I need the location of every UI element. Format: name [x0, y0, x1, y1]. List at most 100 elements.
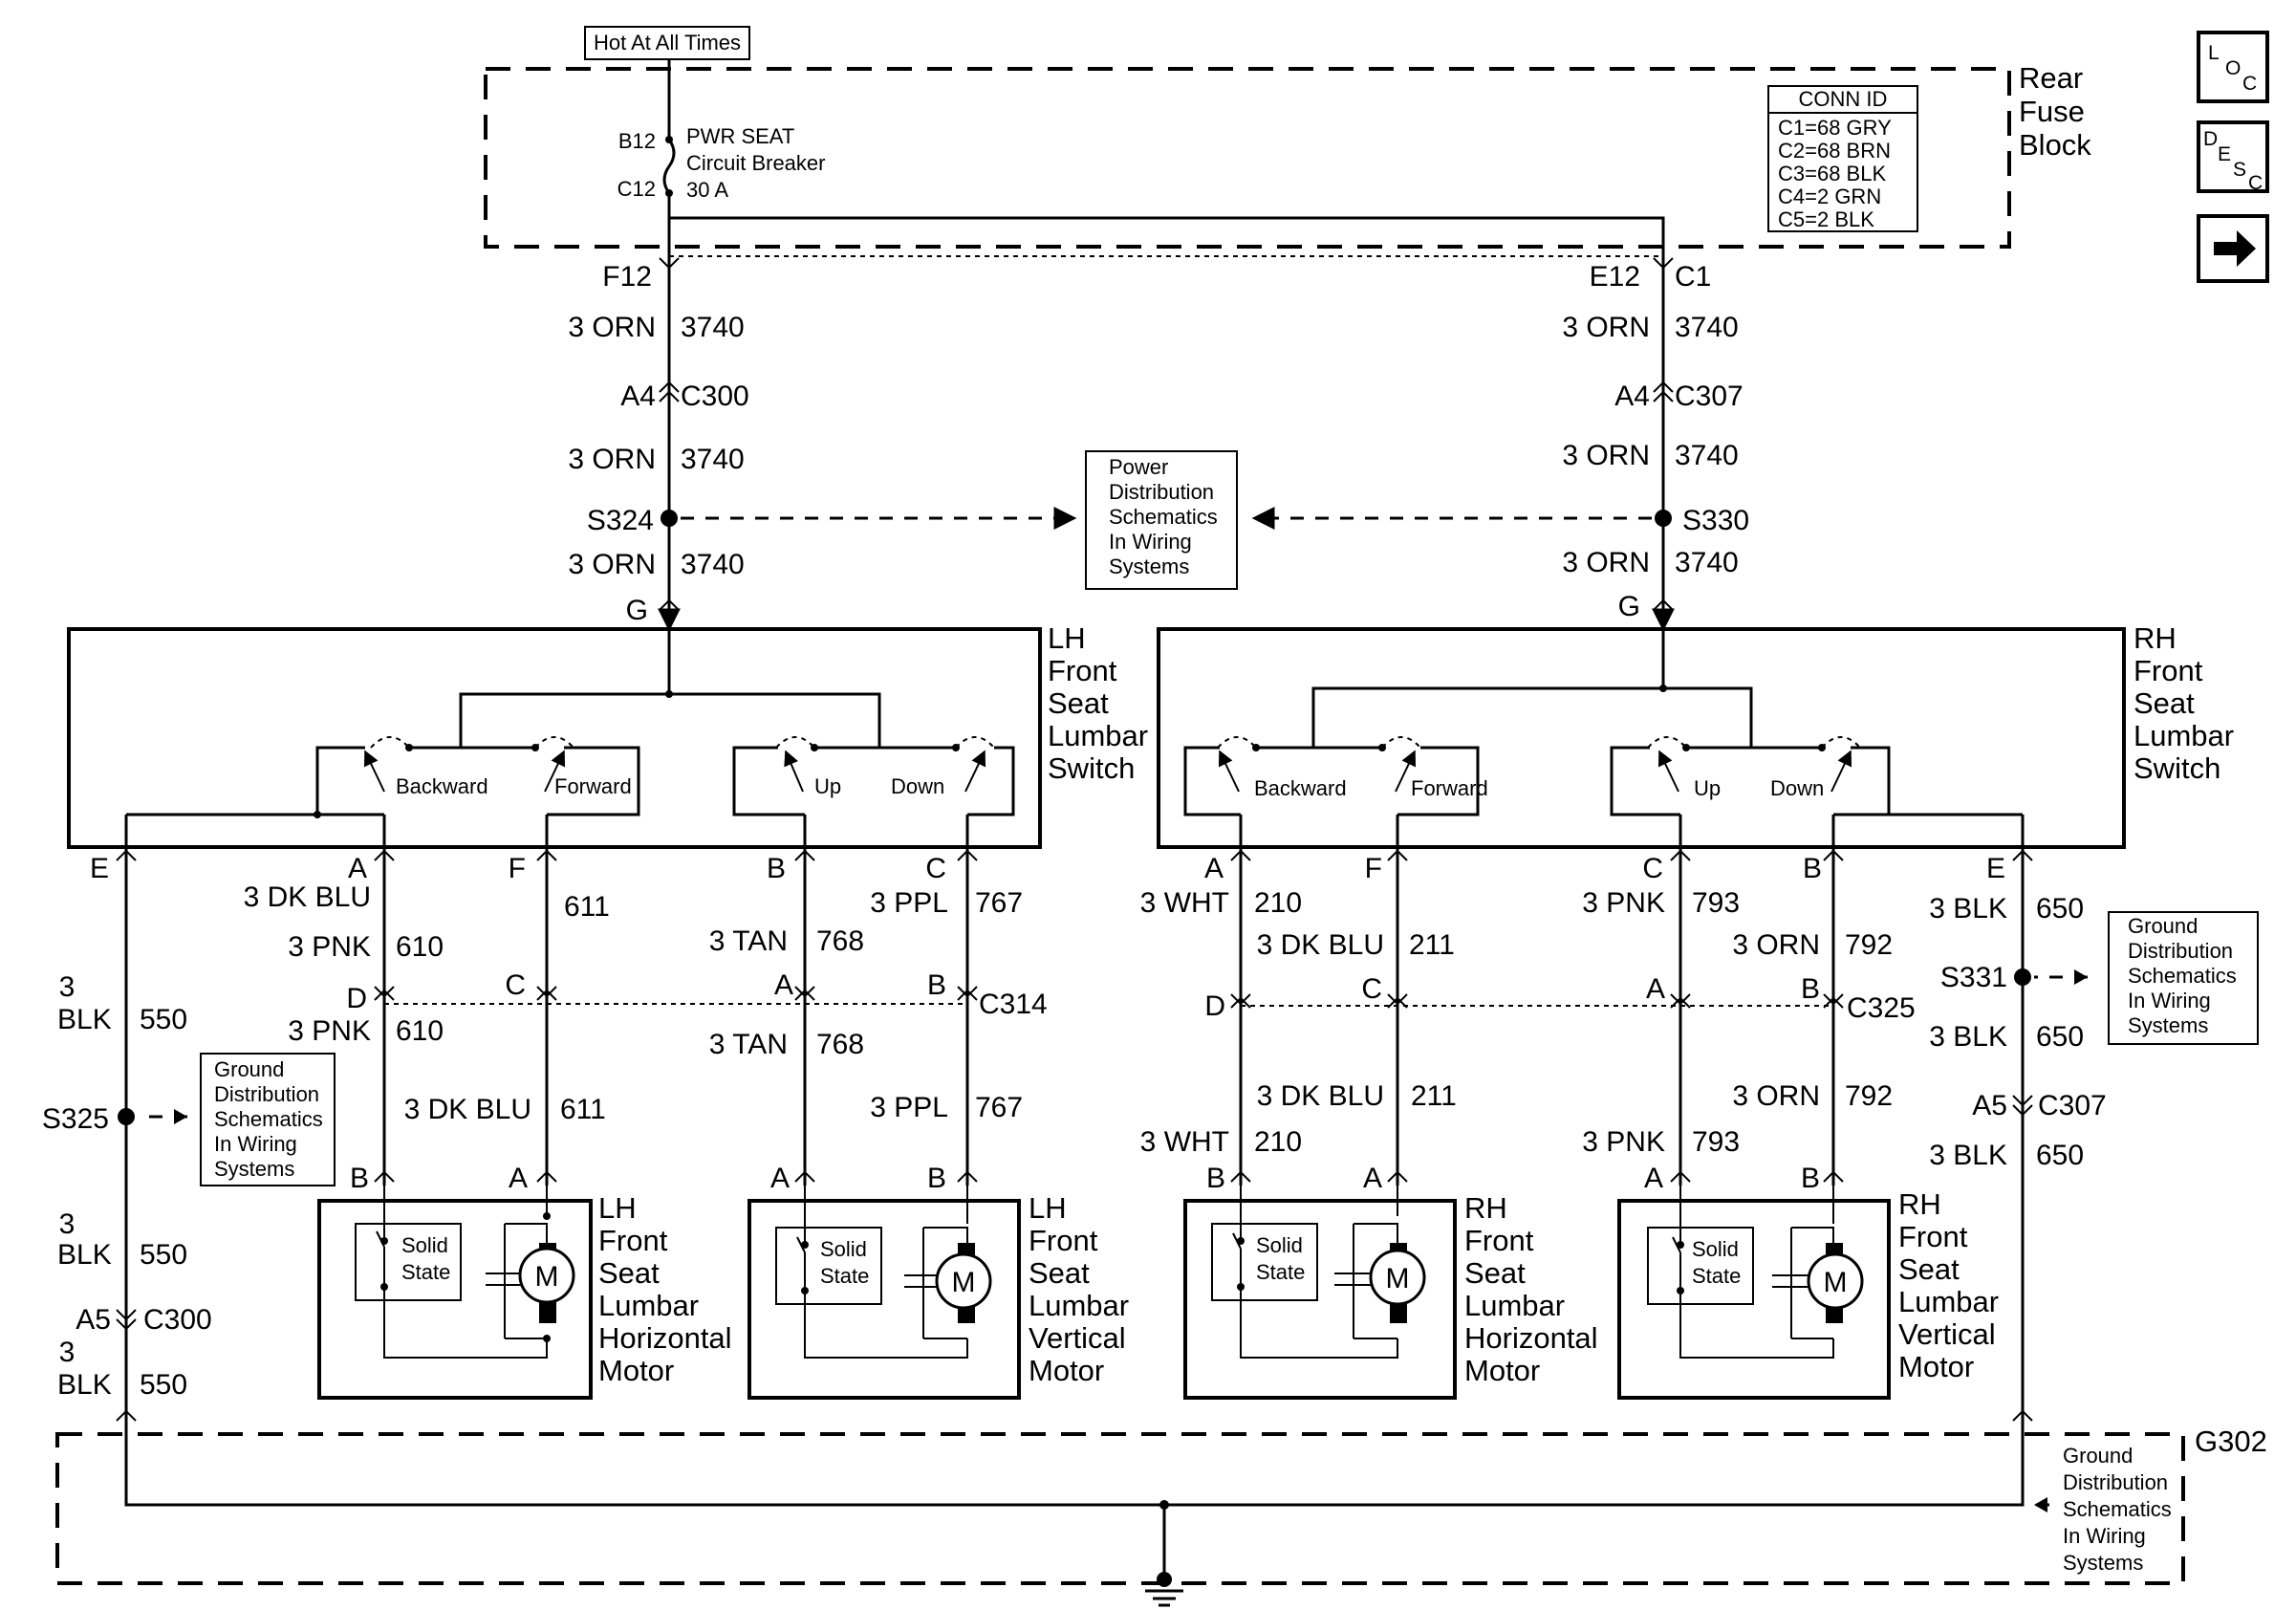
- svg-text:Seat: Seat: [598, 1256, 660, 1290]
- svg-text:3 BLK: 3 BLK: [1929, 1140, 2007, 1171]
- svg-text:C307: C307: [1675, 381, 1744, 412]
- svg-text:State: State: [1256, 1260, 1305, 1284]
- svg-text:Motor: Motor: [598, 1354, 674, 1387]
- svg-text:3 WHT: 3 WHT: [1140, 1126, 1229, 1158]
- svg-text:3: 3: [59, 1208, 76, 1240]
- svg-text:A: A: [770, 1163, 790, 1194]
- desc-button[interactable]: D E S C: [2197, 120, 2269, 194]
- svg-text:Backward: Backward: [1254, 776, 1347, 800]
- svg-text:3 DK BLU: 3 DK BLU: [244, 881, 371, 913]
- svg-text:In Wiring: In Wiring: [1109, 530, 1192, 554]
- svg-text:550: 550: [140, 1369, 187, 1401]
- svg-text:RH: RH: [1464, 1191, 1507, 1225]
- lh-ground-distribution-note: Ground Distribution Schematics In Wiring…: [138, 1053, 336, 1186]
- svg-text:Seat: Seat: [1029, 1256, 1090, 1290]
- svg-text:CONN ID: CONN ID: [1799, 87, 1888, 111]
- svg-text:C300: C300: [681, 381, 749, 412]
- rh-ground-distribution-note: Ground Distribution Schematics In Wiring…: [2034, 911, 2259, 1045]
- svg-text:Front: Front: [598, 1224, 668, 1257]
- svg-text:Front: Front: [1048, 654, 1117, 687]
- svg-text:210: 210: [1254, 1126, 1302, 1158]
- svg-text:A: A: [348, 853, 367, 884]
- svg-text:Front: Front: [1898, 1220, 1968, 1253]
- svg-text:C300: C300: [143, 1304, 212, 1336]
- svg-text:Lumbar: Lumbar: [1464, 1289, 1565, 1322]
- svg-text:S325: S325: [42, 1103, 109, 1135]
- svg-text:210: 210: [1254, 887, 1302, 919]
- svg-text:C325: C325: [1847, 992, 1916, 1024]
- svg-text:O: O: [2225, 57, 2241, 79]
- lh-wires: 3 BLK 550 3 DK BLU 611 3 PNK 610 3 TAN 7…: [42, 815, 1048, 1425]
- svg-text:793: 793: [1692, 1126, 1740, 1158]
- svg-text:L: L: [2208, 42, 2220, 64]
- svg-text:Seat: Seat: [1464, 1256, 1526, 1290]
- svg-text:Lumbar: Lumbar: [1048, 719, 1148, 752]
- next-arrow-button[interactable]: [2197, 214, 2269, 283]
- motor-icon: [518, 1247, 575, 1304]
- svg-text:3 ORN: 3 ORN: [1562, 312, 1650, 343]
- svg-text:3 ORN: 3 ORN: [1732, 1080, 1820, 1112]
- motor-icon: [1369, 1249, 1426, 1306]
- svg-text:In Wiring: In Wiring: [2128, 989, 2211, 1012]
- svg-text:C307: C307: [2038, 1090, 2107, 1121]
- svg-text:S324: S324: [587, 505, 654, 536]
- svg-text:Fuse: Fuse: [2019, 95, 2085, 128]
- svg-text:C1: C1: [1675, 261, 1711, 293]
- svg-text:Schematics: Schematics: [214, 1107, 323, 1131]
- svg-text:C1=68 GRY: C1=68 GRY: [1778, 116, 1892, 140]
- svg-text:611: 611: [560, 1094, 606, 1125]
- svg-text:A: A: [1646, 973, 1665, 1005]
- svg-text:B12: B12: [618, 129, 656, 153]
- svg-text:S331: S331: [1940, 962, 2007, 993]
- svg-text:E: E: [1986, 853, 2005, 884]
- ground-g302: G302 Ground Distribution Schematics In W…: [55, 1425, 2267, 1607]
- svg-text:Ground: Ground: [2063, 1444, 2133, 1468]
- motor-icon: [1807, 1252, 1864, 1310]
- svg-text:S330: S330: [1682, 505, 1749, 536]
- svg-text:3 ORN: 3 ORN: [568, 444, 656, 475]
- rh-front-seat-lumbar-switch: RH Front Seat Lumbar Switch Backward For…: [1157, 608, 2234, 849]
- svg-text:3740: 3740: [1675, 312, 1739, 343]
- svg-text:650: 650: [2036, 1021, 2084, 1053]
- svg-text:Horizontal: Horizontal: [598, 1321, 732, 1355]
- svg-text:Block: Block: [2019, 128, 2091, 162]
- svg-text:Systems: Systems: [1109, 555, 1189, 578]
- motor-icon: [935, 1252, 992, 1310]
- svg-text:RH: RH: [2134, 621, 2177, 655]
- svg-text:B: B: [1206, 1163, 1225, 1194]
- svg-text:E: E: [2218, 143, 2231, 165]
- svg-text:E12: E12: [1590, 261, 1640, 293]
- svg-text:PWR SEAT: PWR SEAT: [686, 124, 794, 148]
- svg-text:D: D: [1204, 990, 1225, 1022]
- svg-text:610: 610: [396, 1015, 444, 1047]
- svg-text:Schematics: Schematics: [2128, 964, 2237, 988]
- svg-text:3 TAN: 3 TAN: [709, 1029, 788, 1060]
- svg-text:B: B: [927, 969, 946, 1001]
- svg-text:3 ORN: 3 ORN: [568, 549, 656, 580]
- conn-id-table: CONN ID C1=68 GRY C2=68 BRN C3=68 BLK C4…: [1767, 85, 1918, 232]
- svg-text:C2=68 BRN: C2=68 BRN: [1778, 139, 1891, 163]
- svg-text:3 PNK: 3 PNK: [1582, 887, 1665, 919]
- svg-text:767: 767: [975, 1092, 1023, 1123]
- svg-text:M: M: [535, 1261, 559, 1293]
- svg-text:Seat: Seat: [1048, 686, 1109, 720]
- svg-text:Motor: Motor: [1464, 1354, 1540, 1387]
- svg-text:State: State: [1692, 1264, 1741, 1288]
- svg-text:3 ORN: 3 ORN: [1562, 547, 1650, 578]
- svg-text:F: F: [509, 853, 526, 884]
- svg-text:3 ORN: 3 ORN: [1732, 929, 1820, 961]
- loc-button[interactable]: L O C: [2197, 31, 2269, 103]
- svg-text:610: 610: [396, 931, 444, 963]
- svg-text:550: 550: [140, 1239, 187, 1271]
- svg-text:G: G: [1618, 591, 1640, 622]
- svg-text:550: 550: [140, 1004, 187, 1035]
- svg-text:3 BLK: 3 BLK: [1929, 1021, 2007, 1053]
- rh-vertical-motor: A B Solid State M RH Front Seat Lumbar V…: [1617, 1163, 1999, 1400]
- svg-text:LH: LH: [1048, 621, 1086, 655]
- svg-text:Schematics: Schematics: [1109, 505, 1218, 529]
- svg-text:Ground: Ground: [214, 1057, 284, 1081]
- svg-text:C: C: [925, 853, 946, 884]
- svg-text:LH: LH: [598, 1191, 637, 1225]
- svg-text:Down: Down: [891, 774, 944, 798]
- svg-text:Forward: Forward: [1411, 776, 1488, 800]
